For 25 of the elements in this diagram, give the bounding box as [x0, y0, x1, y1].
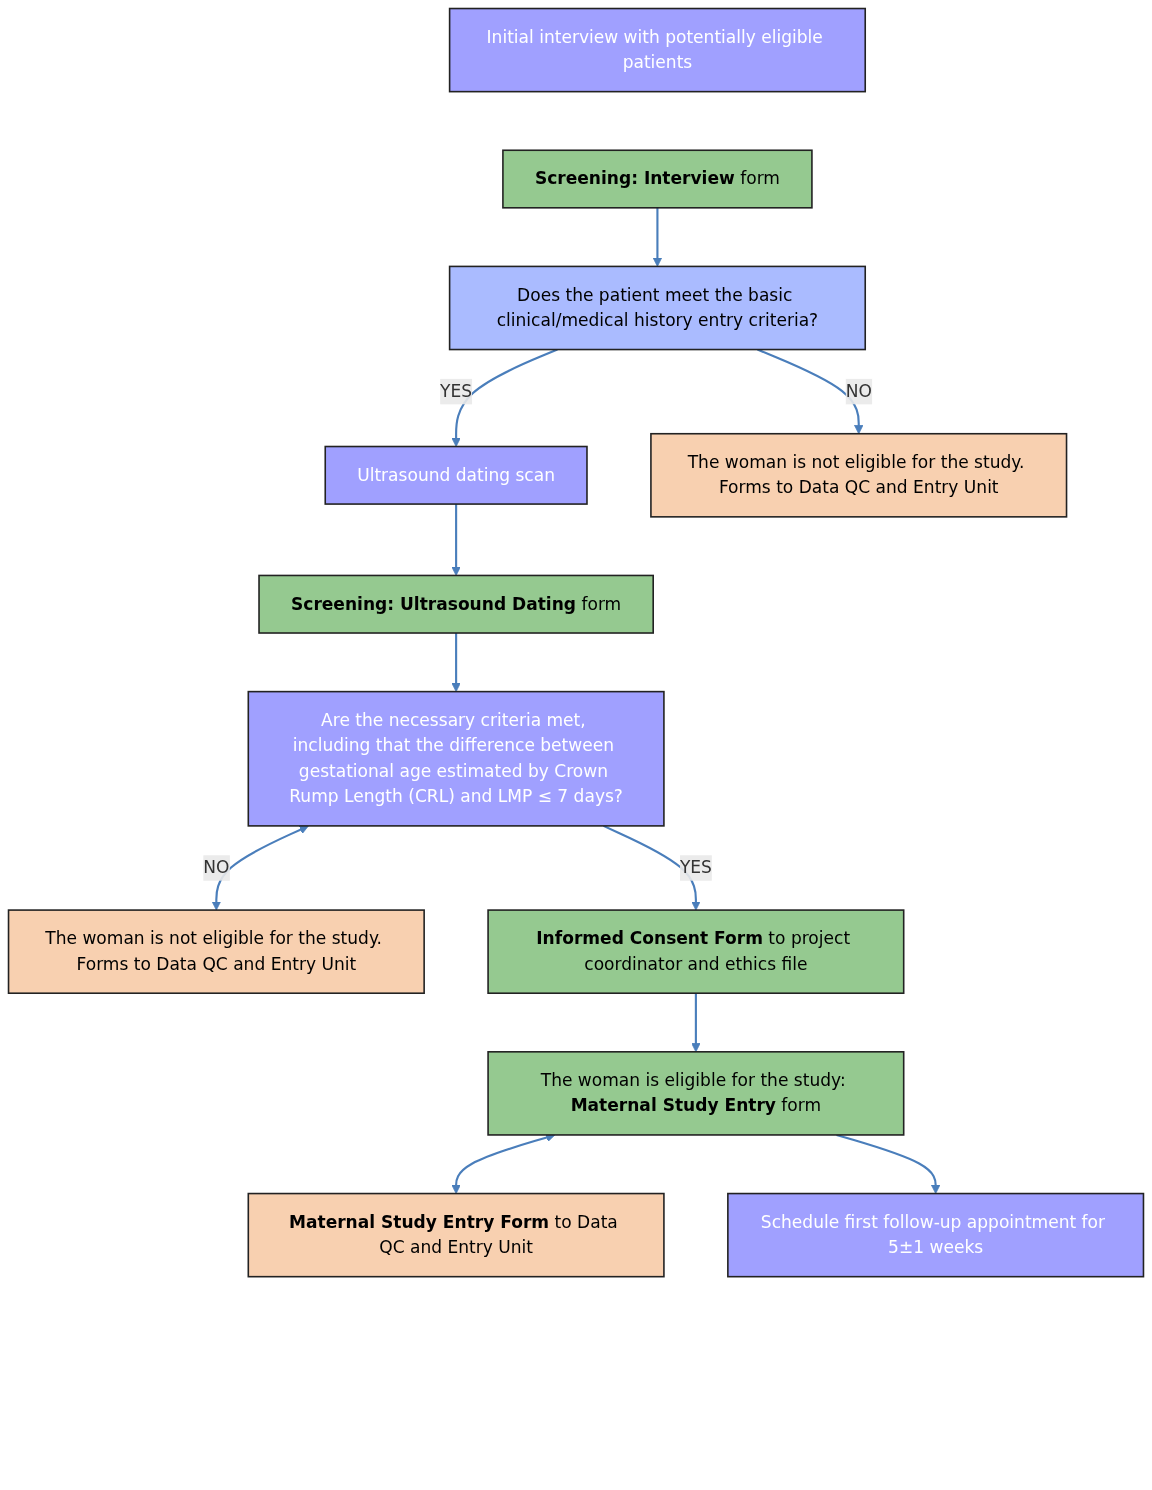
arrow: [757, 348, 864, 435]
arrow: [451, 633, 461, 693]
node-box: Are the necessary criteria met, including that the difference between gestational age estimated by Crown Rump Length (CRL) and LMP ≤ 7 days?: [247, 690, 665, 827]
edge-label: NO: [203, 857, 230, 878]
node-box: The woman is not eligible for the study. Forms to Data QC and Entry Unit: [7, 909, 425, 994]
node-box: Informed Consent Form to project coordinator and ethics file: [487, 909, 905, 994]
node-box: The woman is eligible for the study: Maternal Study Entry form: [487, 1051, 905, 1136]
node-box: Ultrasound dating scan: [324, 445, 588, 505]
node-box: The woman is not eligible for the study. Forms to Data QC and Entry Unit: [650, 432, 1068, 518]
arrow: [652, 207, 663, 267]
node-box: Screening: Ultrasound Dating form: [258, 574, 654, 634]
arrow: [603, 824, 701, 911]
edge-label: NO: [845, 380, 872, 402]
arrow: [836, 1133, 941, 1194]
edge-label: YES: [440, 380, 473, 402]
arrow: [211, 825, 309, 911]
node-box: Screening: Interview form: [502, 149, 813, 209]
node-box: Does the patient meet the basic clinical/medical history entry criteria?: [448, 265, 867, 351]
node-box: Schedule first follow-up appointment for 5±1 weeks: [727, 1192, 1145, 1278]
arrow: [451, 504, 461, 576]
arrow: [691, 993, 701, 1053]
node-box: Initial interview with potentially eligible patients: [448, 7, 867, 93]
node-box: Maternal Study Entry Form to Data QC and Entry Unit: [247, 1192, 665, 1278]
edge-label: YES: [679, 857, 712, 878]
arrow: [451, 348, 558, 447]
